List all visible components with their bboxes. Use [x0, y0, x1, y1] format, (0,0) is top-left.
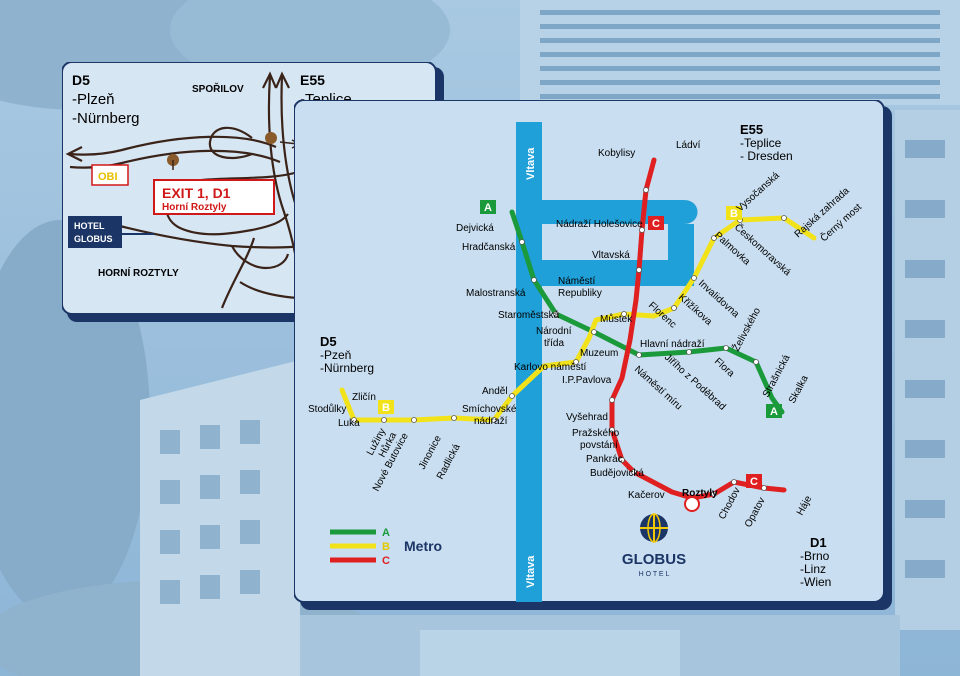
metro-map: Vltava Vltava E55 -Teplice - Dresden D5 … — [294, 100, 892, 610]
roztyly-station-marker — [684, 496, 700, 512]
globus-hotel-logo — [640, 513, 668, 543]
vltava-river — [516, 122, 698, 602]
